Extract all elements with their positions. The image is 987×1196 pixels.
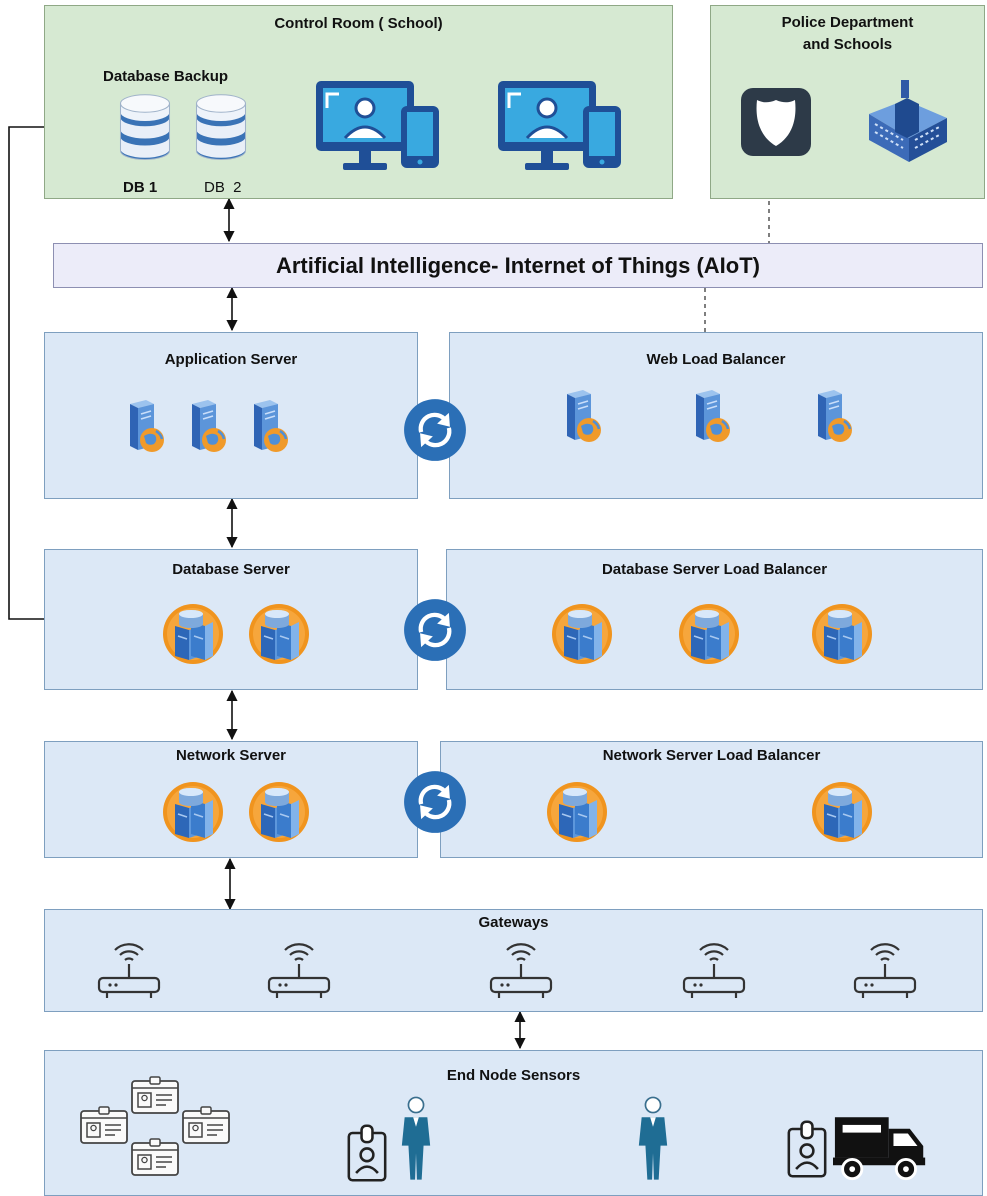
db2-label: DB 2 <box>204 179 242 196</box>
wifi-router-icon <box>850 932 920 1002</box>
id-badge-icon <box>347 1123 387 1183</box>
police-title-line2: and Schools <box>802 36 893 53</box>
web-server-icon <box>559 387 603 445</box>
police-schools-panel: Police Department and Schools <box>710 5 985 199</box>
end-node-sensors-panel: End Node Sensors <box>44 1050 983 1196</box>
web-server-icon <box>246 397 290 455</box>
network-server-lb-panel: Network Server Load Balancer <box>440 741 983 858</box>
control-room-title: Control Room ( School) <box>274 15 443 32</box>
sync-icon <box>403 598 467 662</box>
db1-label: DB 1 <box>123 179 158 196</box>
sync-icon <box>403 398 467 462</box>
database-server-lb-title: Database Server Load Balancer <box>601 561 828 578</box>
web-server-icon <box>184 397 228 455</box>
database-server-lb-panel: Database Server Load Balancer <box>446 549 983 690</box>
wifi-router-icon <box>679 932 749 1002</box>
network-server-lb-title: Network Server Load Balancer <box>602 747 821 764</box>
aiot-band: Artificial Intelligence- Internet of Thi… <box>53 243 983 288</box>
database-server-panel: Database Server <box>44 549 418 690</box>
workstation-icon <box>313 78 443 178</box>
database-server-icon <box>161 602 225 666</box>
network-server-panel: Network Server <box>44 741 418 858</box>
id-card-icon <box>130 1137 180 1177</box>
workstation-icon <box>495 78 625 178</box>
database-backup-label: Database Backup <box>103 68 229 85</box>
application-server-panel: Application Server <box>44 332 418 499</box>
application-server-title: Application Server <box>164 351 298 368</box>
aiot-title: Artificial Intelligence- Internet of Thi… <box>275 253 760 278</box>
gateways-panel: Gateways <box>44 909 983 1012</box>
gateways-title: Gateways <box>478 914 549 931</box>
database-server-icon <box>550 602 614 666</box>
police-title-line1: Police Department <box>781 14 914 31</box>
database-server-icon <box>677 602 741 666</box>
web-server-icon <box>810 387 854 445</box>
wifi-router-icon <box>486 932 556 1002</box>
database-icon <box>117 90 173 166</box>
web-load-balancer-title: Web Load Balancer <box>646 351 786 368</box>
network-server-title: Network Server <box>175 747 287 764</box>
school-building-icon <box>869 80 947 162</box>
end-node-sensors-title: End Node Sensors <box>446 1067 581 1084</box>
person-icon <box>399 1095 433 1183</box>
database-server-icon <box>810 780 874 844</box>
control-room-panel: Control Room ( School) Database Backup D… <box>44 5 673 199</box>
database-server-icon <box>161 780 225 844</box>
database-server-icon <box>545 780 609 844</box>
sync-icon <box>403 770 467 834</box>
database-server-icon <box>247 780 311 844</box>
wifi-router-icon <box>94 932 164 1002</box>
truck-icon <box>833 1113 929 1181</box>
web-server-icon <box>688 387 732 445</box>
id-card-icon <box>130 1075 180 1115</box>
id-card-icon <box>79 1105 129 1145</box>
person-icon <box>636 1095 670 1183</box>
police-badge-icon <box>741 88 811 156</box>
id-card-icon <box>181 1105 231 1145</box>
database-icon <box>193 90 249 166</box>
database-server-icon <box>810 602 874 666</box>
wifi-router-icon <box>264 932 334 1002</box>
id-badge-icon <box>787 1119 827 1179</box>
web-load-balancer-panel: Web Load Balancer <box>449 332 983 499</box>
database-server-icon <box>247 602 311 666</box>
database-server-title: Database Server <box>172 561 290 578</box>
web-server-icon <box>122 397 166 455</box>
